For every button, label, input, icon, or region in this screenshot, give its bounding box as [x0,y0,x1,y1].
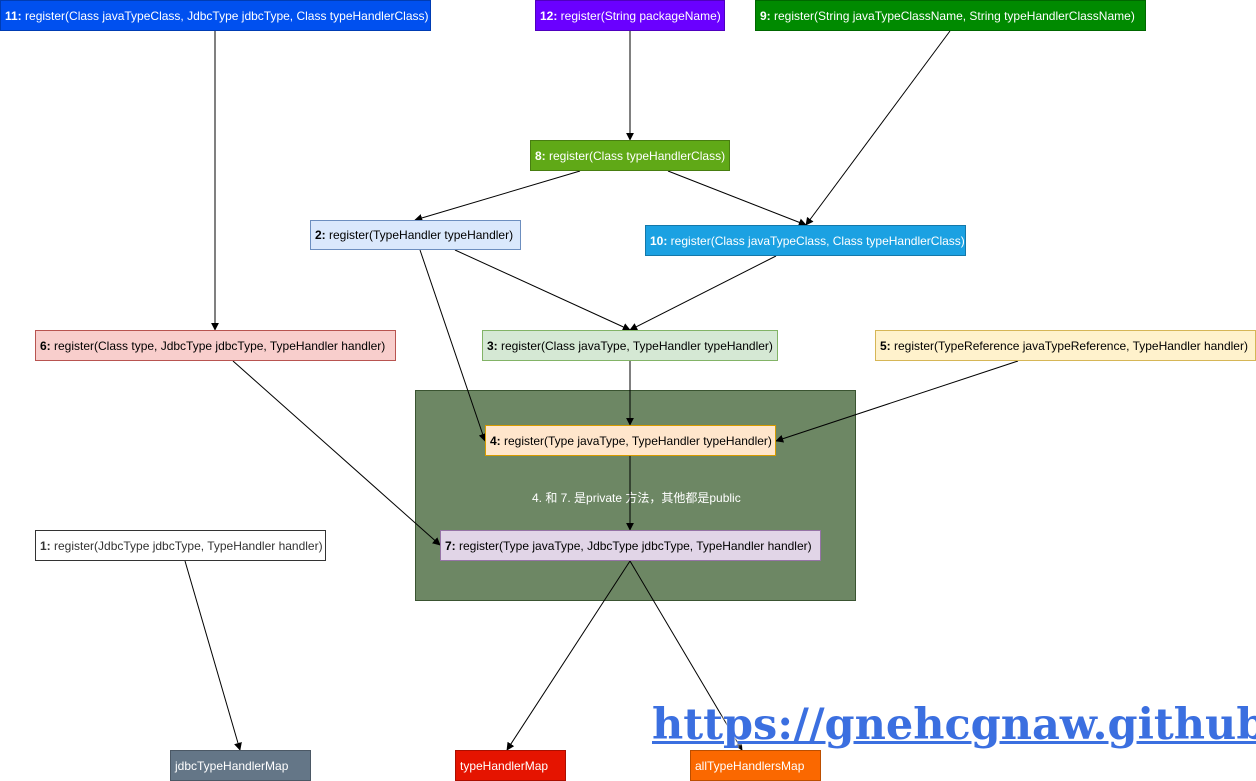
all-type-handlers-map[interactable]: allTypeHandlersMap [690,750,821,781]
node-2-register-typehandler[interactable]: 2: register(TypeHandler typeHandler) [310,220,521,250]
node-4-register-type-typehandler[interactable]: 4: register(Type javaType, TypeHandler t… [485,425,776,456]
jdbc-type-handler-map[interactable]: jdbcTypeHandlerMap [170,750,311,781]
edge-n9-to-n10 [805,30,951,226]
node-10-register-class-class[interactable]: 10: register(Class javaTypeClass, Class … [645,225,966,256]
node-8-register-typehandlerclass[interactable]: 8: register(Class typeHandlerClass) [530,140,730,171]
node-3-register-class-typehandler[interactable]: 3: register(Class javaType, TypeHandler … [482,330,778,361]
node-11-register-class-jdbctype-class[interactable]: 11: register(Class javaTypeClass, JdbcTy… [0,0,431,31]
edge-n8-to-n2 [414,170,581,222]
node-6-register-class-jdbctype-handler[interactable]: 6: register(Class type, JdbcType jdbcTyp… [35,330,396,361]
edge-n5-to-n4 [775,360,1019,443]
edge-n10-to-n3 [629,255,777,331]
edge-n7-to-all [629,560,743,751]
edge-n1-to-jdbc [184,560,242,751]
node-5-register-typereference-handler[interactable]: 5: register(TypeReference javaTypeRefere… [875,330,1256,361]
node-12-register-packagename[interactable]: 12: register(String packageName) [535,0,725,31]
edge-n7-to-tmap [506,560,631,751]
watermark-link[interactable]: https://gnehcgnaw.github.io/ [652,700,1256,750]
edge-n2-to-n3 [454,249,631,331]
group-note: 4. 和 7. 是private 方法，其他都是public [532,491,741,505]
node-7-register-type-jdbctype-handler[interactable]: 7: register(Type javaType, JdbcType jdbc… [440,530,821,561]
edge-n2-to-n4 [419,249,487,442]
node-9-register-string-string[interactable]: 9: register(String javaTypeClassName, St… [755,0,1146,31]
node-1-register-jdbctype-handler[interactable]: 1: register(JdbcType jdbcType, TypeHandl… [35,530,326,561]
edge-n6-to-n7 [232,360,441,546]
edge-n8-to-n10 [667,170,807,227]
type-handler-map[interactable]: typeHandlerMap [455,750,566,781]
